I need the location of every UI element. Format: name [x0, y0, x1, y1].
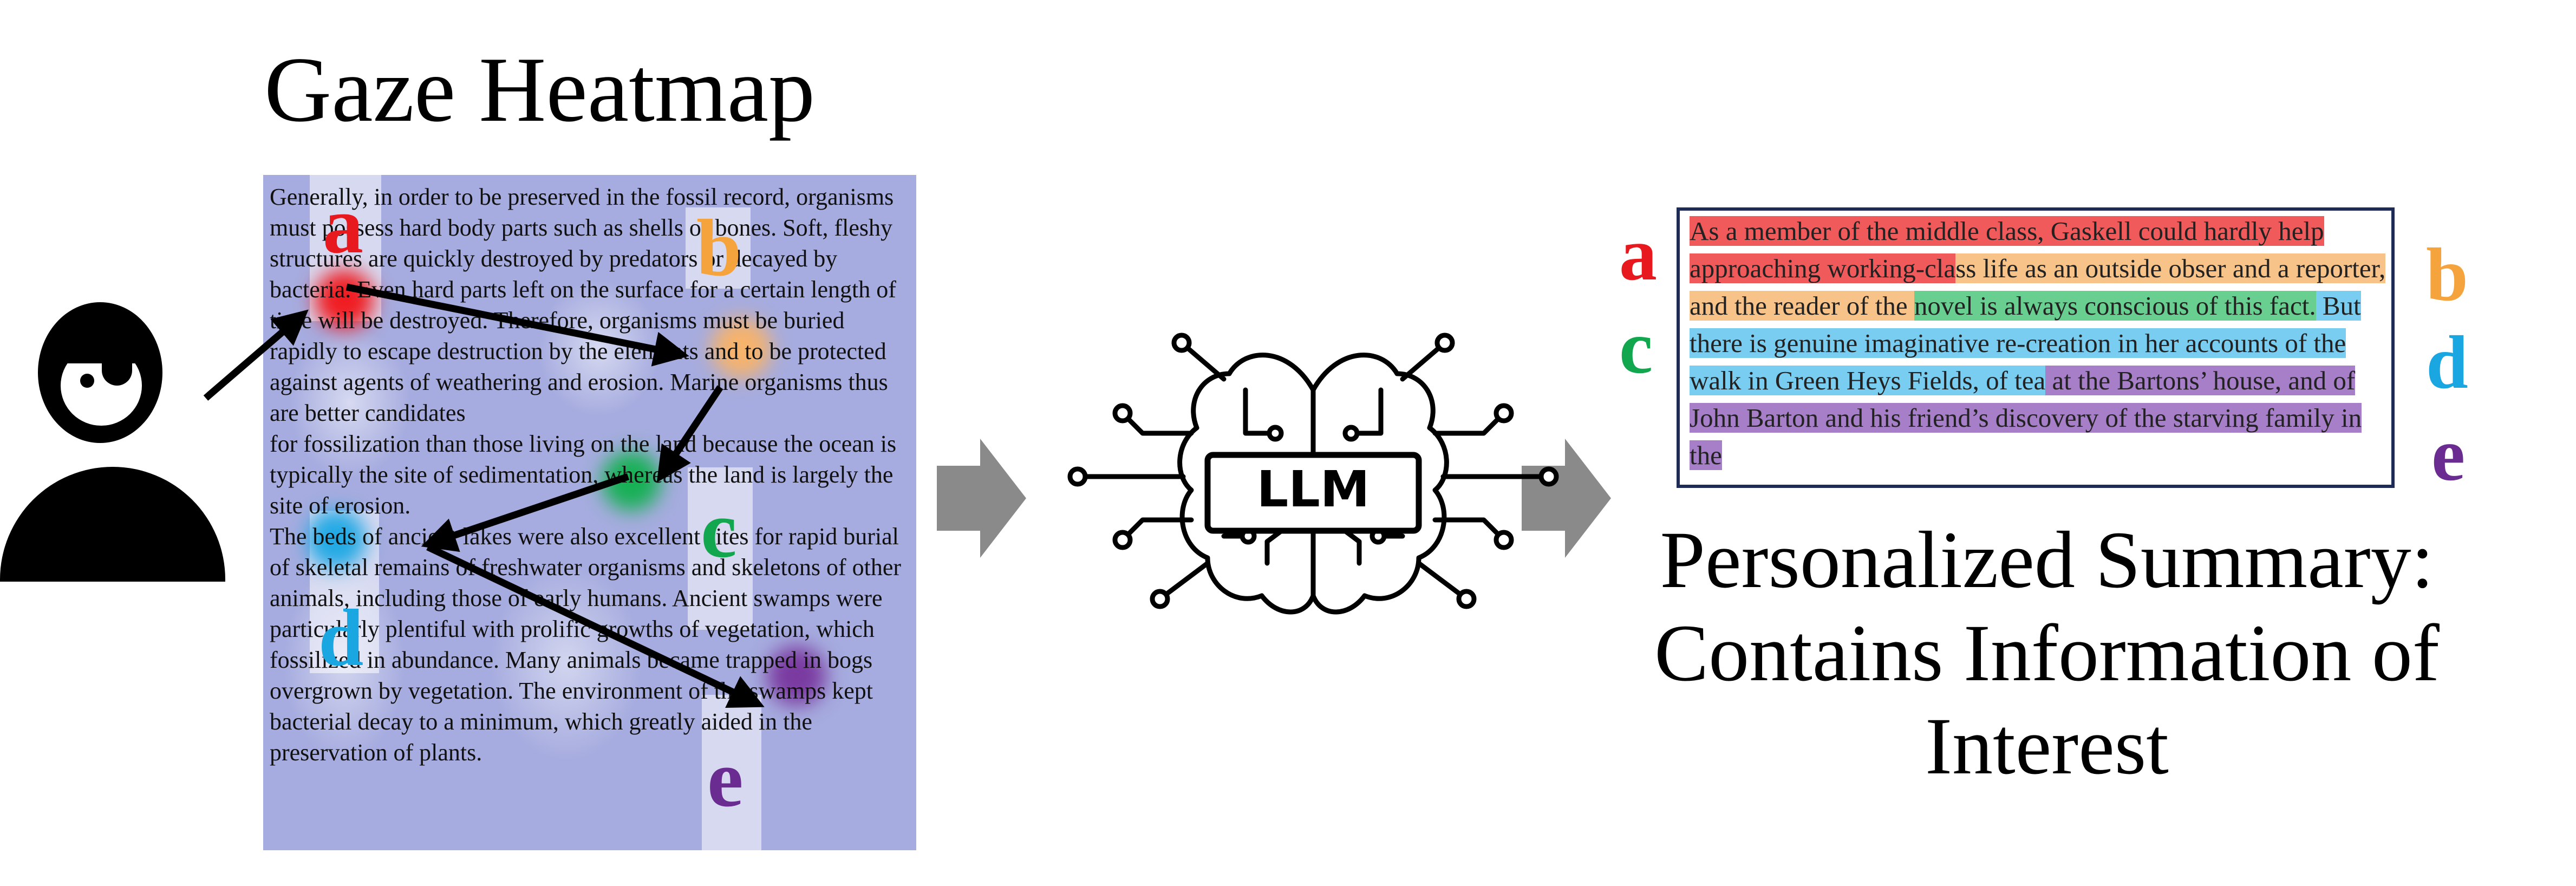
summary-label-a: a — [1619, 212, 1657, 296]
gaze-arrow — [203, 309, 309, 401]
gaze-path — [203, 283, 765, 708]
heatmap-passage: Generally, in order to be preserved in t… — [270, 181, 912, 768]
label-c: c — [701, 485, 737, 575]
label-a: a — [323, 180, 363, 270]
summary-caption: Personalized Summary: Contains Informati… — [1560, 513, 2534, 793]
gaze-blob-e — [767, 646, 826, 706]
right-arrow-icon — [937, 439, 1026, 558]
summary-segment-b: ss life as an outside obser — [1955, 253, 2226, 283]
gaze-arrow — [421, 473, 630, 552]
heatmap-title: Gaze Heatmap — [264, 38, 816, 141]
label-d: d — [318, 593, 364, 683]
summary-label-b: b — [2426, 233, 2468, 317]
gaze-blob-a — [315, 270, 374, 329]
passage-paragraph: Generally, in order to be preserved in t… — [270, 184, 896, 426]
llm-label: LLM — [1257, 460, 1370, 518]
passage-paragraph: for fossilization than those living on t… — [270, 431, 897, 519]
summary-label-c: c — [1619, 305, 1653, 389]
fixation-strip-c — [688, 467, 753, 630]
gaze-arrow — [656, 385, 723, 483]
label-b: b — [696, 203, 742, 293]
gaze-blob-b — [712, 318, 771, 378]
llm-chip — [1204, 452, 1422, 534]
summary-text: As a member of the middle class, Gaskell… — [1690, 212, 2394, 474]
label-e: e — [707, 734, 744, 824]
person-fringe — [102, 336, 132, 386]
gaze-arrow — [426, 544, 765, 708]
circuit-nodes — [1067, 333, 1559, 609]
fixation-strip-b — [686, 207, 751, 289]
caption-line: Contains Information of — [1654, 608, 2440, 698]
caption-line: Personalized Summary: — [1660, 515, 2434, 605]
summary-segment-c: novel is always conscious of this fact. — [1914, 291, 2316, 321]
passage-paragraph: The beds of ancient lakes were also exce… — [270, 523, 902, 766]
caption-line: Interest — [1925, 701, 2169, 791]
summary-label-e: e — [2431, 413, 2466, 497]
person-eye — [80, 374, 94, 388]
gaze-blob-d — [306, 510, 366, 569]
summary-label-d: d — [2426, 321, 2468, 405]
heatmap-panel: Generally, in order to be preserved in t… — [263, 175, 916, 850]
gaze-arrow — [345, 283, 689, 367]
person-hair — [50, 312, 153, 363]
fixation-strip-e — [702, 695, 761, 850]
